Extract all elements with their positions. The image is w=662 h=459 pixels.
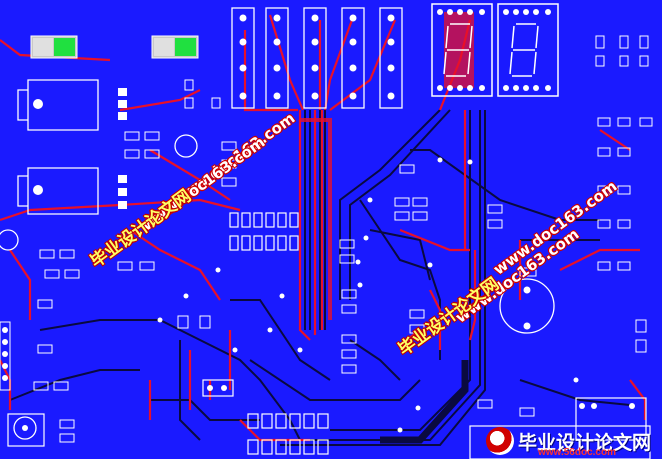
- smd-footprints: [33, 35, 653, 443]
- round-component-pads: [22, 286, 635, 431]
- seven-segment-display-1: [431, 3, 493, 97]
- round-components: [0, 134, 555, 440]
- pin-header-left: [0, 321, 11, 391]
- top-layer-traces: [0, 14, 647, 442]
- voltage-regulators: [17, 79, 99, 215]
- logo-url: www.56doc.com: [538, 447, 616, 458]
- regulator-pads: [33, 88, 127, 209]
- seven-segment-display-2: [497, 3, 559, 97]
- green-led-2: [151, 35, 199, 59]
- site-logo: 毕业设计论文网: [486, 426, 651, 456]
- top-bus: [300, 118, 332, 320]
- connector-outlines: [7, 379, 651, 459]
- green-led-1: [30, 35, 78, 59]
- bottom-layer-traces: [9, 109, 631, 446]
- relay-pads: [239, 14, 395, 100]
- vias: [157, 157, 579, 433]
- logo-emblem-icon: [486, 427, 514, 455]
- logo-text: 毕业设计论文网: [518, 431, 652, 454]
- bottom-bus: [380, 360, 469, 444]
- ic-pad-rows: [229, 212, 329, 455]
- relay-connectors: [231, 7, 403, 109]
